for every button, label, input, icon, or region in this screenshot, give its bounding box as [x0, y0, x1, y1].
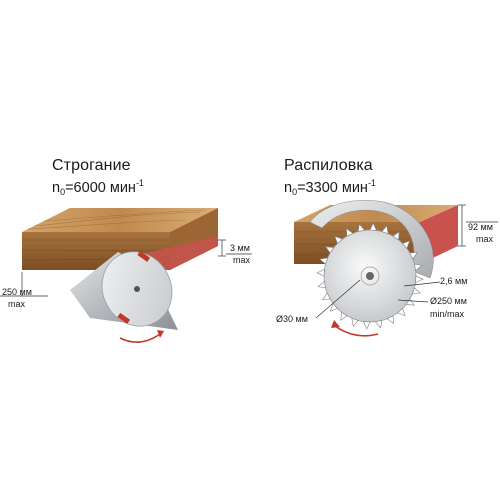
saw-tooth: [321, 292, 331, 301]
sawing-blade-bore: [360, 266, 380, 286]
saw-tooth: [411, 287, 421, 295]
planing-rotation-arrow: [119, 333, 161, 343]
saw-tooth: [369, 222, 378, 231]
sawing-rotation-arrow: [334, 325, 379, 337]
saw-tooth: [357, 223, 366, 232]
sawing-blade-guard: [309, 200, 434, 279]
sawing-blade-note: min/max: [430, 309, 465, 319]
saw-tooth: [351, 317, 359, 327]
sawing-arrow-head: [331, 320, 340, 328]
planing-width-dimension: [0, 272, 48, 297]
saw-tooth: [362, 321, 371, 330]
sawing-height-note: max: [476, 234, 494, 244]
planing-speed-sub: 0: [60, 187, 66, 197]
saw-tooth: [381, 225, 389, 235]
planing-width-note: max: [8, 299, 26, 309]
saw-tooth: [316, 268, 325, 277]
saw-tooth: [334, 235, 344, 244]
planing-title: Строгание: [52, 157, 131, 174]
sawing-blade-hub: [366, 272, 374, 280]
planing-knife-bottom: [117, 312, 131, 324]
planing-board-grain: [27, 209, 206, 230]
sawing-height-label: 92 мм: [468, 222, 493, 232]
saw-tooth: [415, 275, 424, 284]
sawing-bore-leader: [315, 279, 361, 319]
saw-tooth: [396, 308, 406, 317]
planing-width-label: 250 мм: [2, 287, 32, 297]
sawing-diameter-leader: [397, 299, 429, 303]
sawing-speed-prefix: n: [284, 180, 293, 196]
planing-board-top: [22, 208, 218, 232]
saw-tooth: [392, 231, 400, 241]
planing-speed-value: =6000 мин: [65, 180, 136, 196]
saw-tooth: [345, 227, 354, 237]
sawing-speed: n0=3300 мин-1: [284, 178, 376, 197]
planing-speed-exp: -1: [135, 178, 144, 188]
planing-illustration: [0, 208, 252, 343]
saw-tooth: [414, 263, 423, 272]
planing-depth-note: max: [233, 255, 251, 265]
saw-tooth: [319, 257, 329, 265]
sawing-speed-value: =3300 мин: [297, 180, 368, 196]
saw-tooth: [402, 240, 411, 250]
planing-drum-hub: [134, 286, 140, 292]
saw-tooth: [325, 246, 335, 254]
planing-arrow-head: [157, 330, 164, 338]
sawing-kerf-leader: [403, 281, 441, 287]
sawing-speed-sub: 0: [292, 187, 298, 197]
saw-tooth: [409, 251, 419, 260]
planing-speed: n0=6000 мин-1: [52, 178, 144, 197]
sawing-height-dimension: [458, 204, 498, 247]
planing-speed-prefix: n: [52, 180, 61, 196]
sawing-speed-exp: -1: [367, 178, 376, 188]
planing-depth-label: 3 мм: [230, 243, 250, 253]
saw-tooth: [386, 315, 395, 325]
sawing-title: Распиловка: [284, 157, 373, 174]
saw-tooth: [317, 280, 326, 289]
sawing-illustration: [293, 200, 498, 337]
saw-tooth: [329, 302, 338, 312]
saw-tooth: [340, 311, 348, 321]
saw-tooth: [405, 298, 415, 306]
saw-tooth: [374, 320, 383, 329]
sawing-kerf-label: 2,6 мм: [440, 276, 468, 286]
sawing-blade-diameter-label: Ø250 мм: [430, 296, 467, 306]
sawing-blade-teeth: [316, 222, 424, 330]
planing-knife-top: [137, 250, 151, 262]
planing-depth-dimension: [218, 239, 252, 257]
sawing-bore-label: Ø30 мм: [276, 314, 308, 324]
